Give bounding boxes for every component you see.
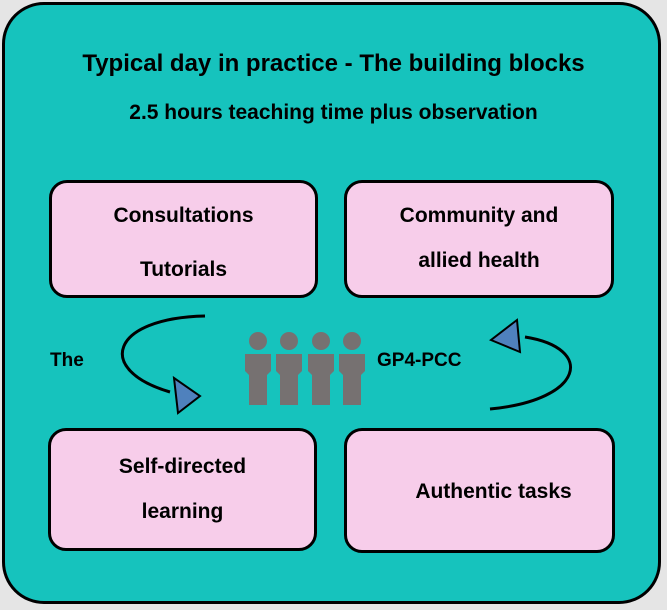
left-arrow-head-icon [172, 375, 202, 415]
box-self-directed-line1: Self-directed [118, 455, 247, 478]
right-arrow-head-icon [489, 318, 522, 354]
center-left-label: The [50, 350, 84, 371]
diagram-title: Typical day in practice - The building b… [82, 50, 585, 77]
box-consultations-tutorials [49, 180, 318, 298]
diagram-subtitle: 2.5 hours teaching time plus observation [129, 101, 538, 124]
box-community-line1: Community and [399, 204, 559, 227]
people-group-icon [245, 332, 365, 405]
center-right-label: GP4-PCC [377, 350, 462, 371]
box-community-allied-health [344, 180, 614, 298]
box-tutorials-line2: Tutorials [139, 258, 228, 281]
right-curved-arrow-line [489, 335, 572, 411]
box-authentic-tasks-label: Authentic tasks [415, 480, 572, 503]
left-curved-arrow-line [120, 314, 206, 394]
box-learning-line2: learning [141, 500, 224, 523]
box-allied-health-line2: allied health [418, 249, 540, 272]
box-consultations-line1: Consultations [113, 204, 254, 227]
box-self-directed-learning [48, 428, 317, 551]
box-authentic-tasks [344, 428, 615, 553]
